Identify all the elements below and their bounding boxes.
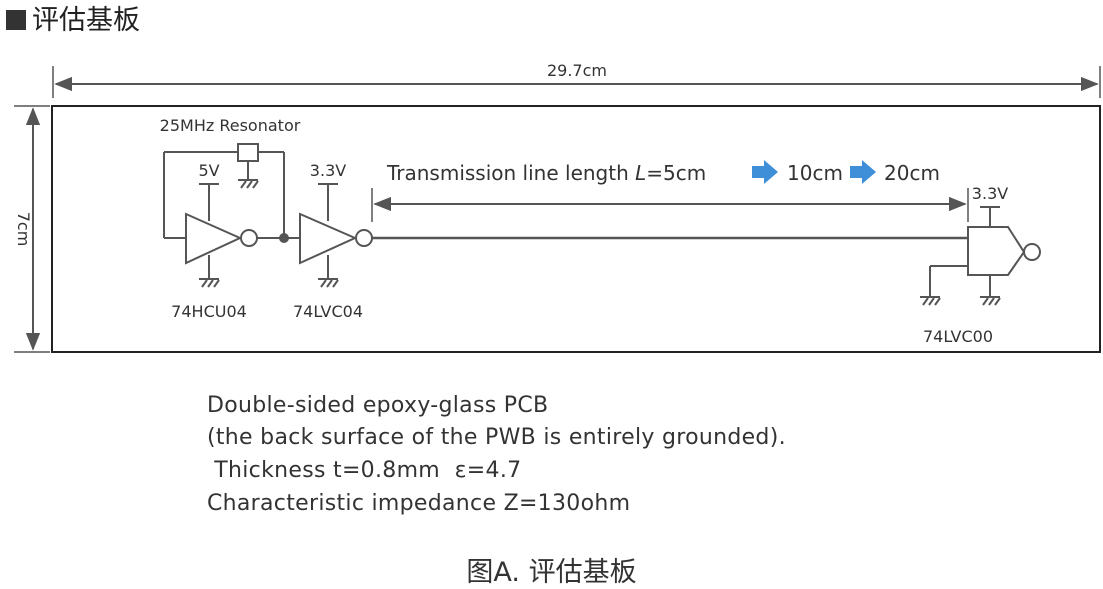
description-line-2: (the back surface of the PWB is entirely… [207, 425, 786, 450]
junction-dot [279, 233, 289, 243]
board-outline [51, 105, 1101, 353]
ground-icon [318, 278, 339, 288]
inverter-74hcu04: 5V 74HCU04 [171, 161, 300, 321]
ground-icon [238, 179, 259, 189]
transmission-20cm: 20cm [884, 161, 940, 185]
ground-icon [920, 296, 941, 306]
width-dimension: 29.7cm [52, 61, 1101, 98]
ic-74hcu04-label: 74HCU04 [171, 302, 247, 321]
transmission-label: Transmission line length L=5cm [386, 161, 706, 185]
resonator-label: 25MHz Resonator [160, 116, 301, 135]
length-dimension [371, 188, 969, 222]
figure-caption: 图A. 评估基板 [466, 557, 637, 588]
ic-74lvc00-label: 74LVC00 [923, 327, 993, 346]
ic-74lvc04-label: 74LVC04 [293, 302, 363, 321]
resonator: 25MHz Resonator [160, 116, 301, 180]
vcc-33-label-b: 3.3V [972, 184, 1008, 203]
ground-icon [199, 278, 220, 288]
square-bullet-icon [6, 10, 26, 30]
transmission-10cm: 10cm [787, 161, 843, 185]
height-dimension: 7cm [14, 105, 50, 353]
description-line-1: Double-sided epoxy-glass PCB [207, 393, 549, 418]
transmission-5cm: =5cm [646, 161, 706, 185]
description-line-3: Thickness t=0.8mm ε=4.7 [207, 458, 522, 483]
nand-gate-74lvc00: 3.3V 74LVC00 [923, 184, 1041, 346]
heading-text: 评估基板 [32, 5, 140, 36]
description-line-4: Characteristic impedance Z=130ohm [207, 491, 631, 516]
transmission-prefix: Transmission line length [386, 161, 635, 185]
inverter-74lvc04: 3.3V 74LVC04 [293, 161, 373, 321]
right-arrow-icon [850, 160, 876, 184]
right-arrow-icon [752, 160, 778, 184]
height-label: 7cm [14, 212, 33, 247]
page-heading: 评估基板 [6, 4, 140, 38]
width-label: 29.7cm [547, 61, 607, 80]
vcc-5v-label: 5V [198, 161, 219, 180]
ground-icon [980, 296, 1001, 306]
transmission-var: L [635, 161, 646, 185]
vcc-33-label-a: 3.3V [310, 161, 346, 180]
